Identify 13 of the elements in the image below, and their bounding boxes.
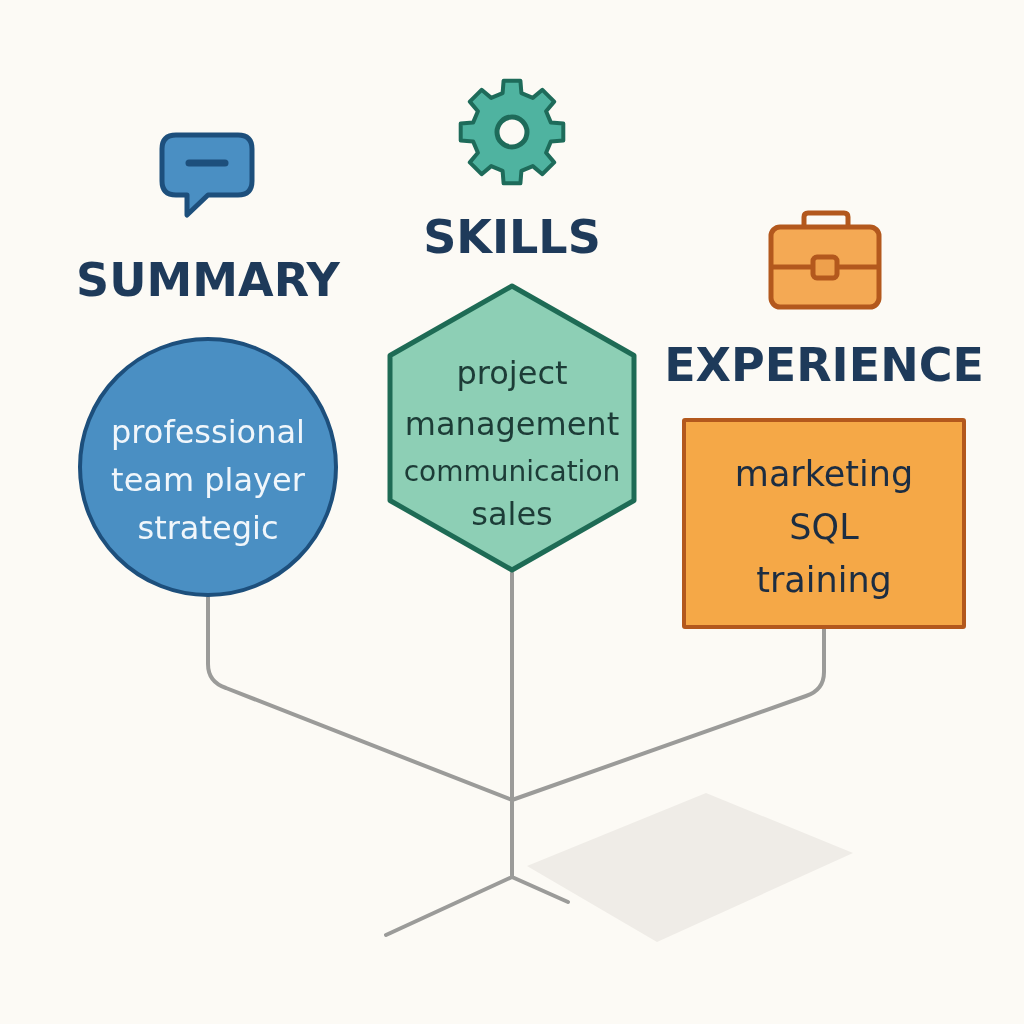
section-heading: SKILLS [423,209,601,265]
item-text: project management [403,353,621,445]
item-text: SQL [789,506,859,549]
item-text: professional [111,412,305,452]
item-text: communication [403,454,621,490]
section-heading: EXPERIENCE [664,337,984,393]
item-text: strategic [137,508,279,548]
connector-line [510,571,514,802]
item-text: sales [471,494,553,534]
section-heading: SUMMARY [76,252,340,308]
item-text: team player [111,460,305,500]
item-text: training [756,559,892,602]
item-text: marketing [734,453,914,496]
